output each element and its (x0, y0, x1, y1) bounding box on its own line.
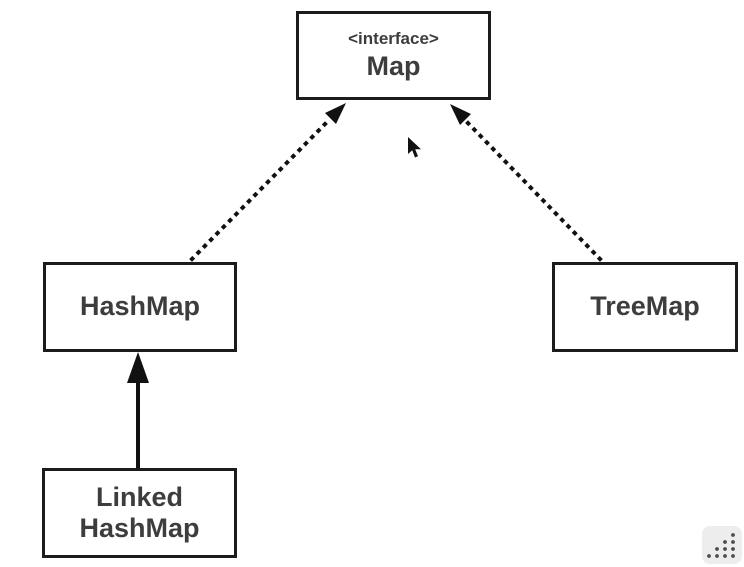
node-map-interface[interactable]: <interface> Map (296, 11, 491, 100)
edge-treemap-to-map (450, 104, 603, 262)
resize-grip[interactable] (702, 526, 742, 564)
resize-grip-dots-icon (707, 533, 735, 558)
node-hashmap-label: HashMap (79, 291, 201, 322)
node-linkedhashmap-label-line1: Linked (95, 481, 183, 512)
node-hashmap[interactable]: HashMap (43, 262, 237, 352)
mouse-cursor-icon (408, 137, 421, 158)
node-treemap-label: TreeMap (590, 291, 700, 322)
node-linkedhashmap-label-line2: HashMap (79, 513, 200, 543)
node-map-label: Map (366, 50, 421, 81)
edge-linkedhashmap-to-hashmap (127, 352, 149, 468)
node-map-stereotype: <interface> (348, 29, 439, 49)
node-treemap[interactable]: TreeMap (552, 262, 738, 352)
node-linkedhashmap[interactable]: Linked HashMap (42, 468, 237, 558)
edge-hashmap-to-map (189, 103, 346, 262)
